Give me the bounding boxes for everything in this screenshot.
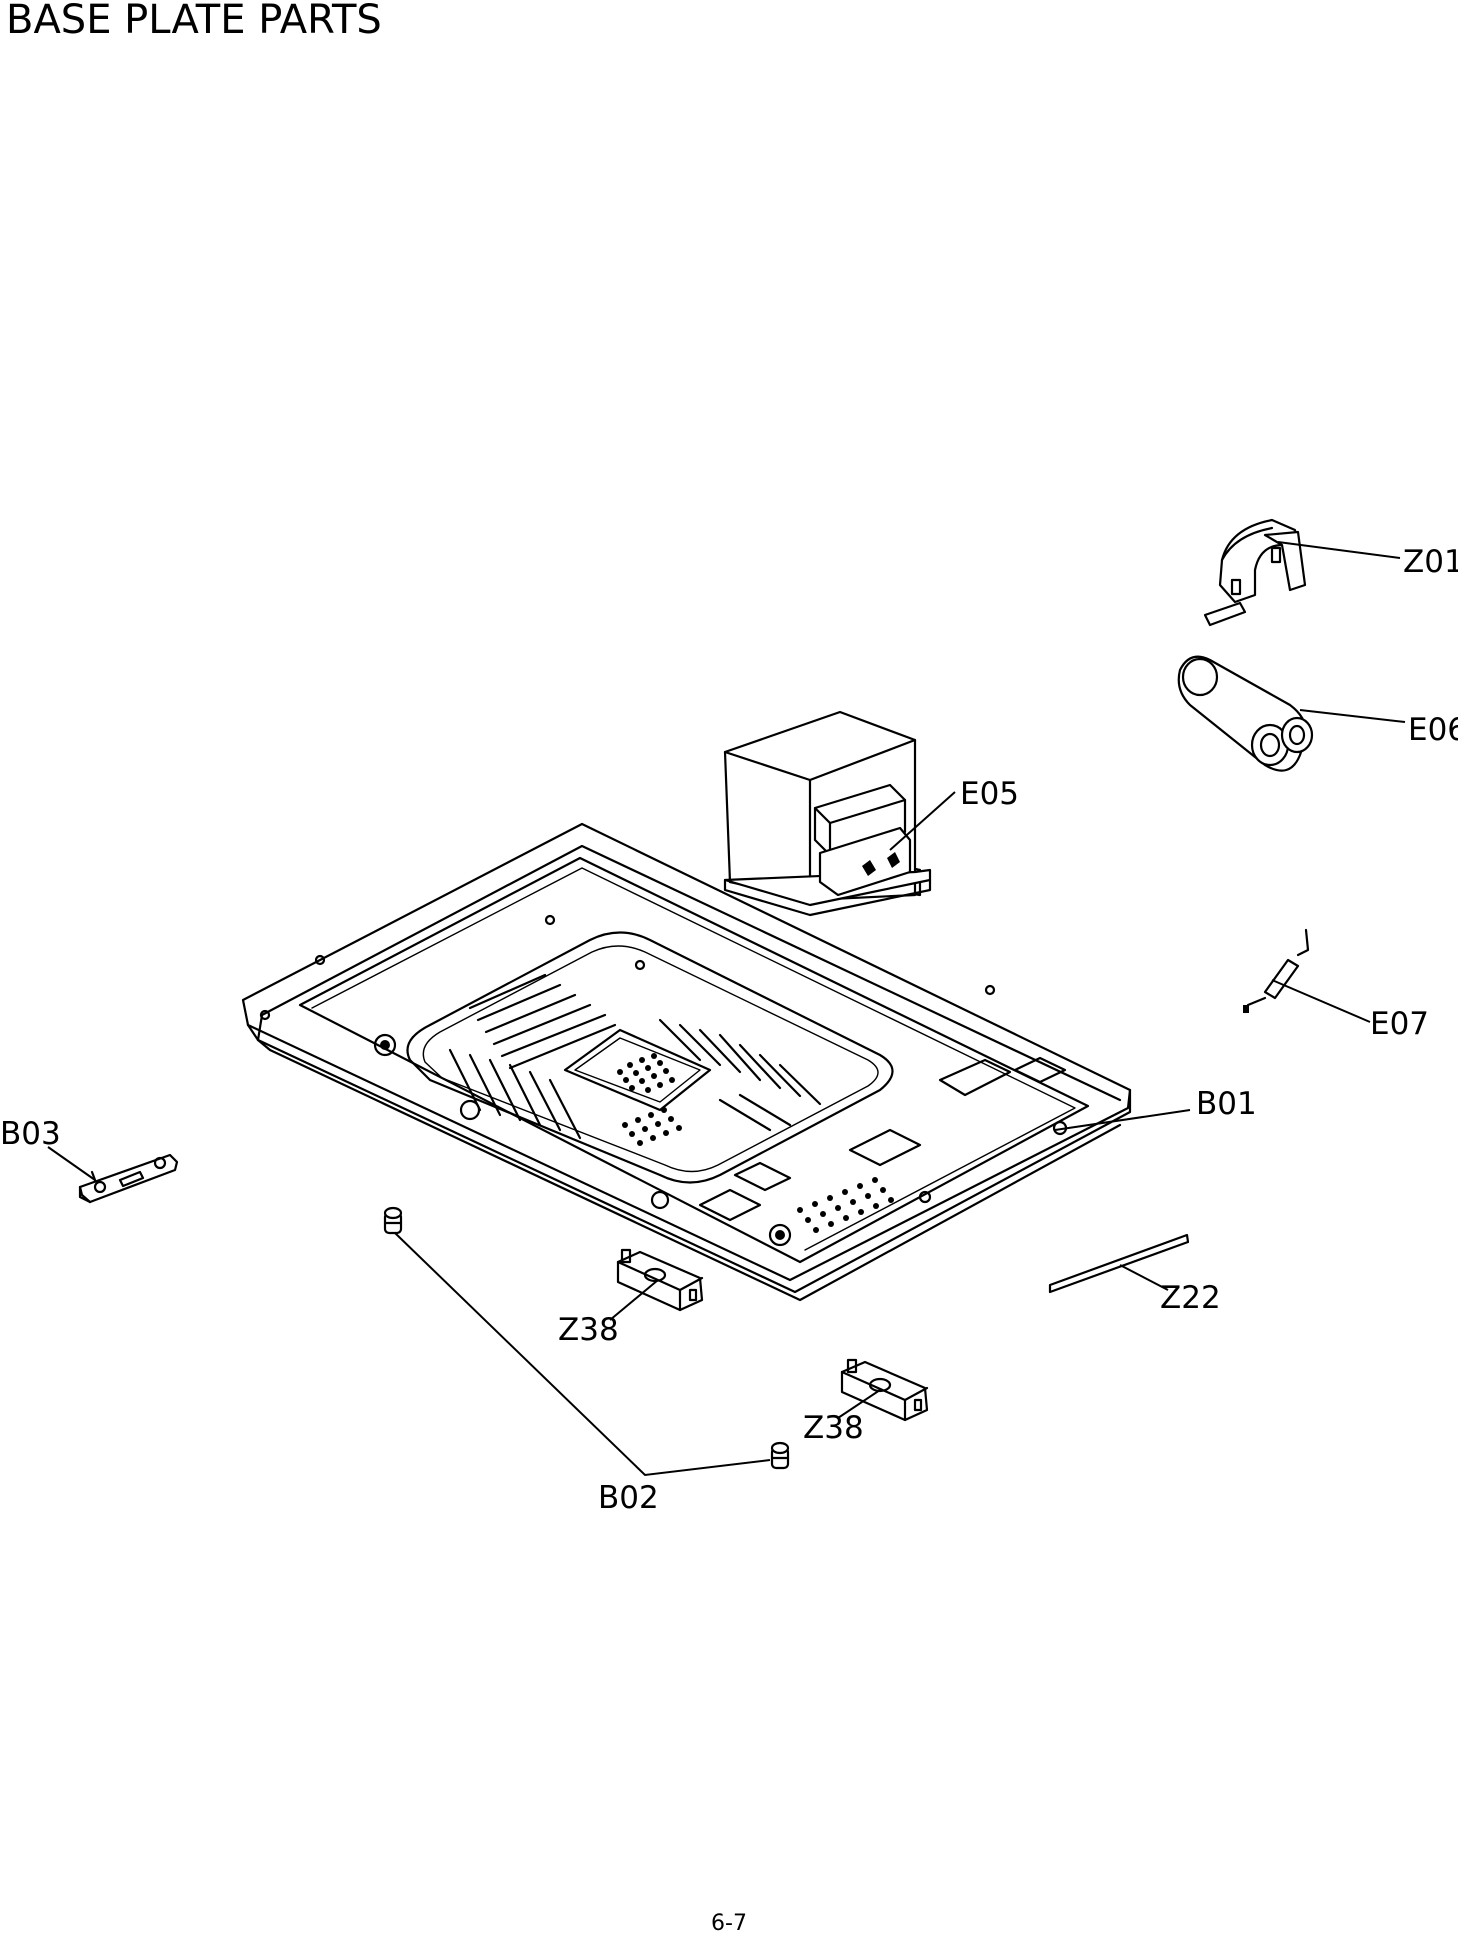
- transformer-e05: [723, 710, 932, 917]
- capacitor-e06: [1177, 655, 1314, 772]
- callout-z22: Z22: [1160, 1280, 1221, 1316]
- page-number: 6-7: [711, 1911, 747, 1936]
- callout-b01: B01: [1196, 1086, 1257, 1122]
- bracket-z01: [1203, 518, 1307, 627]
- leader-lines: [47, 541, 1406, 1477]
- foot-b02-right: [770, 1441, 790, 1470]
- callout-e05: E05: [960, 776, 1019, 812]
- bracket-b03: [78, 1153, 179, 1204]
- callout-b02: B02: [598, 1480, 659, 1516]
- foot-b02-left: [383, 1206, 403, 1235]
- page-title: BASE PLATE PARTS: [6, 0, 382, 43]
- support-z38-lower: [840, 1358, 929, 1422]
- support-z38-upper: [616, 1248, 704, 1312]
- callout-z01: Z01: [1403, 544, 1458, 580]
- strip-z22: [1048, 1233, 1190, 1294]
- callout-labels: Z01 E06 E05 E07 B01 B03 Z22 Z38 Z38 B02: [0, 544, 1458, 1516]
- base-plate: [241, 822, 1132, 1302]
- callout-z38-lower: Z38: [803, 1410, 864, 1446]
- diode-e07: [1243, 928, 1310, 1014]
- callout-e07: E07: [1370, 1006, 1429, 1042]
- callout-e06: E06: [1408, 712, 1458, 748]
- callout-b03: B03: [0, 1116, 61, 1152]
- callout-z38-upper: Z38: [558, 1312, 619, 1348]
